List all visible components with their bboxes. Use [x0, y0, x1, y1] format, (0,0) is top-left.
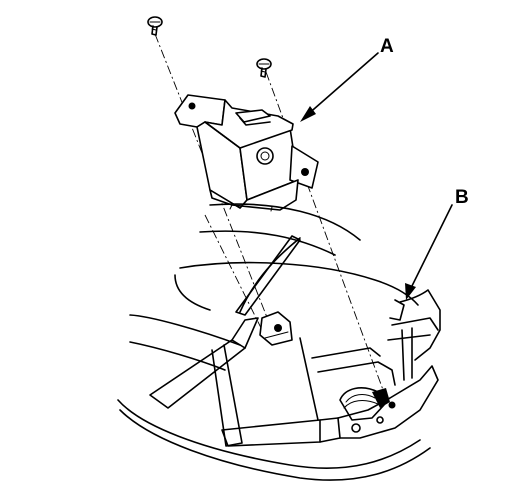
console-housing [149, 289, 441, 447]
control-unit-module [174, 94, 319, 212]
screw-right-icon [256, 58, 272, 78]
leader-a [300, 52, 379, 122]
callout-b: B [455, 187, 469, 208]
seat-body [117, 203, 431, 481]
screw-left-icon [147, 16, 163, 36]
guide-line-bracket-left [204, 214, 269, 343]
callout-a: A [380, 36, 394, 57]
leader-b [405, 204, 453, 300]
